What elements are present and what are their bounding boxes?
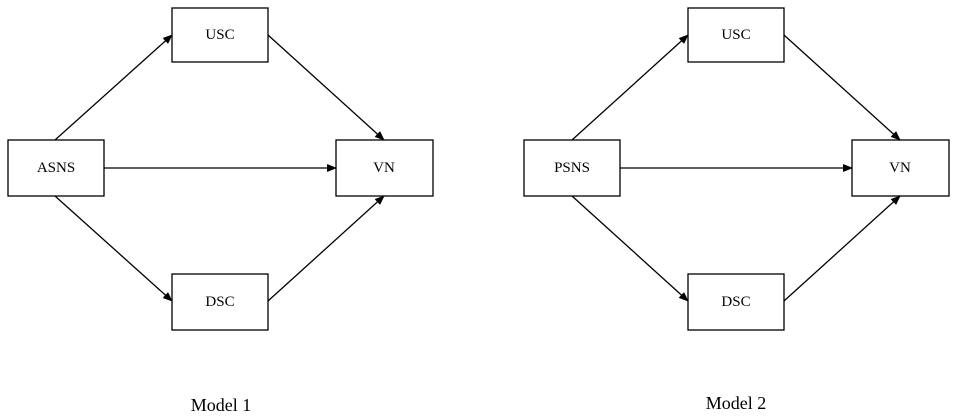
edge-usc-to-outcome xyxy=(267,34,385,141)
node-label: USC xyxy=(205,27,234,43)
edge-dsc-to-outcome xyxy=(783,195,901,302)
edge-predictor-to-dsc xyxy=(571,195,689,302)
edge-predictor-to-dsc xyxy=(54,195,173,302)
model-2: USC PSNS VN DSC Model 2 xyxy=(523,7,950,413)
model-caption: Model 2 xyxy=(706,393,767,413)
node-dsc: DSC xyxy=(687,273,785,331)
edge-dsc-to-outcome xyxy=(267,195,385,302)
node-label: USC xyxy=(721,27,750,43)
node-vn: VN xyxy=(335,139,434,197)
node-usc: USC xyxy=(171,7,269,63)
node-label: VN xyxy=(373,160,395,176)
node-dsc: DSC xyxy=(171,273,269,331)
node-psns: PSNS xyxy=(523,139,621,197)
node-label: VN xyxy=(889,160,911,176)
model-1: USC ASNS VN DSC Model 1 xyxy=(7,7,434,415)
edge-predictor-to-usc xyxy=(54,34,173,141)
node-label: DSC xyxy=(721,294,750,310)
node-label: DSC xyxy=(205,294,234,310)
node-vn: VN xyxy=(851,139,950,197)
node-label: PSNS xyxy=(554,160,590,176)
model-caption: Model 1 xyxy=(191,395,252,415)
edge-predictor-to-usc xyxy=(571,34,689,141)
node-usc: USC xyxy=(687,7,785,63)
node-label: ASNS xyxy=(37,160,75,176)
node-asns: ASNS xyxy=(7,139,105,197)
edge-usc-to-outcome xyxy=(783,34,901,141)
